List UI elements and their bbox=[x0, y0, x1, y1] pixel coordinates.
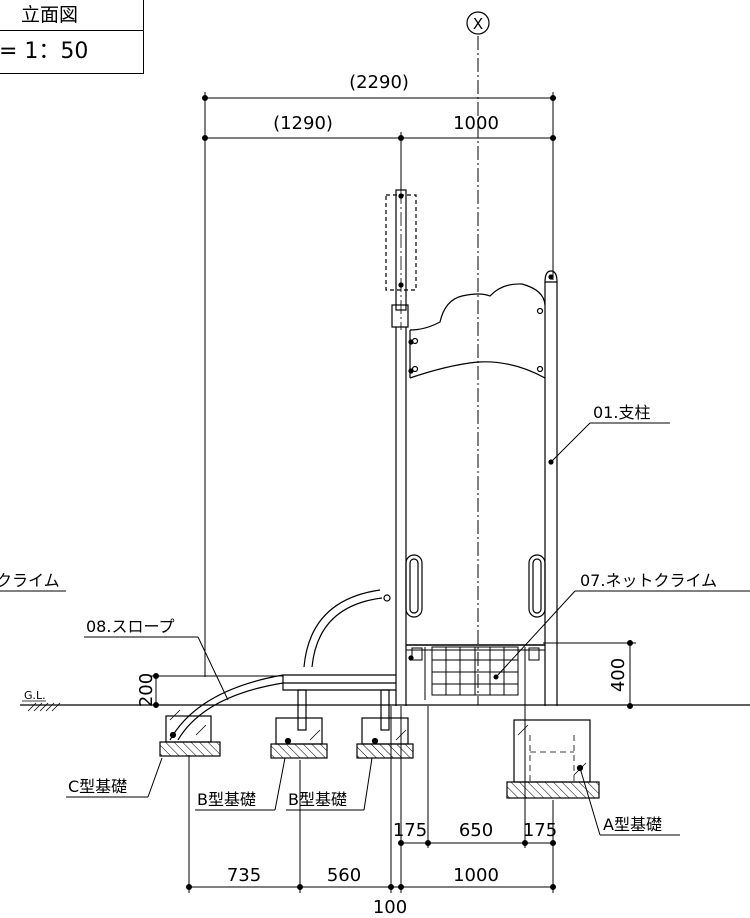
dim-ladder-height-label: 400 bbox=[608, 658, 629, 692]
bottom-dimensions bbox=[186, 700, 556, 893]
label-net-climb: 07.ネットクライム bbox=[580, 571, 717, 590]
leader-foundation-a bbox=[579, 767, 680, 836]
label-foundation-b2: B型基礎 bbox=[288, 790, 347, 809]
foundation-a bbox=[506, 719, 600, 799]
leader-foundation-b2 bbox=[286, 757, 373, 811]
ground-line-label: G.L. bbox=[24, 689, 46, 702]
dim-left-width: (1290) bbox=[273, 113, 333, 134]
grab-handles bbox=[405, 554, 546, 618]
title-row: 立面図 bbox=[0, 0, 143, 31]
net-climb bbox=[406, 644, 545, 700]
title-block: 立面図 = 1：50 bbox=[0, 0, 144, 74]
dim-560: 560 bbox=[327, 865, 361, 886]
dim-1000: 1000 bbox=[453, 865, 499, 886]
right-post bbox=[544, 270, 558, 706]
leader-foundation-b1 bbox=[195, 757, 286, 811]
dim-overall-width: (2290) bbox=[349, 72, 409, 93]
axis-marker: X bbox=[466, 11, 490, 705]
dim-slope-height-label: 200 bbox=[136, 673, 157, 707]
foundation-b2 bbox=[356, 717, 414, 759]
dim-735: 735 bbox=[227, 865, 261, 886]
foundation-b1 bbox=[270, 717, 328, 759]
drawing-scale: = 1：50 bbox=[0, 39, 89, 64]
leader-post bbox=[550, 422, 670, 463]
label-post: 01.支柱 bbox=[593, 403, 650, 422]
cloud-panel bbox=[409, 283, 546, 379]
label-foundation-a: A型基礎 bbox=[603, 815, 662, 834]
slope bbox=[169, 589, 396, 741]
ground-line bbox=[20, 702, 750, 712]
top-dimensions bbox=[202, 92, 556, 677]
dim-right-width: 1000 bbox=[453, 113, 499, 134]
dim-175-left: 175 bbox=[393, 820, 427, 841]
dim-175-right: 175 bbox=[523, 820, 557, 841]
dim-650: 650 bbox=[459, 820, 493, 841]
foundation-c bbox=[159, 709, 221, 757]
label-slope: 08.スロープ bbox=[86, 617, 175, 636]
drawing-title: 立面図 bbox=[21, 4, 79, 26]
label-foundation-b1: B型基礎 bbox=[197, 790, 256, 809]
leader-foundation-c bbox=[66, 757, 163, 798]
dim-ladder-height bbox=[543, 640, 636, 709]
label-net-climb-left: クライム bbox=[0, 571, 60, 590]
dim-100: 100 bbox=[373, 897, 407, 918]
leader-net-climb bbox=[495, 590, 750, 678]
left-post bbox=[385, 189, 417, 706]
leader-slope bbox=[84, 636, 229, 701]
axis-marker-label: X bbox=[473, 15, 483, 33]
label-foundation-c: C型基礎 bbox=[68, 777, 127, 796]
